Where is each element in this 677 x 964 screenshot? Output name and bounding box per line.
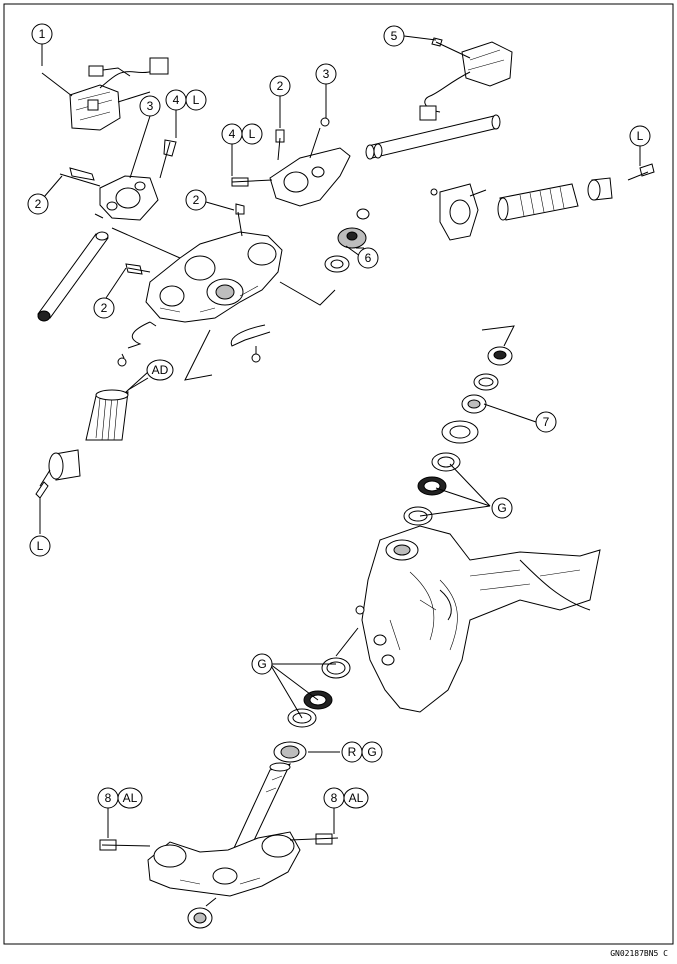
svg-text:7: 7 bbox=[543, 415, 550, 429]
callout-4-L-a: 4 L bbox=[165, 89, 207, 111]
svg-text:AL: AL bbox=[123, 791, 138, 805]
wire-clips bbox=[117, 321, 271, 367]
lower-bearing-stack bbox=[273, 627, 359, 763]
right-handlebar-clamp bbox=[231, 117, 351, 207]
left-grip bbox=[85, 377, 149, 441]
left-handlebar-clamp bbox=[59, 139, 177, 221]
svg-text:AD: AD bbox=[152, 363, 169, 377]
left-handlebar-tube bbox=[37, 231, 109, 322]
page-border bbox=[3, 3, 674, 945]
callout-3-b: 3 bbox=[139, 95, 161, 117]
upper-triple-clamp bbox=[125, 203, 283, 323]
svg-text:G: G bbox=[367, 745, 376, 759]
callout-2-d: 2 bbox=[93, 297, 115, 319]
svg-text:2: 2 bbox=[193, 193, 200, 207]
svg-text:G: G bbox=[497, 501, 506, 515]
callout-2-c: 2 bbox=[185, 189, 207, 211]
left-switch-housing bbox=[41, 57, 169, 131]
callout-3-a: 3 bbox=[315, 63, 337, 85]
svg-text:3: 3 bbox=[147, 99, 154, 113]
callout-2-b: 2 bbox=[27, 193, 49, 215]
callout-5: 5 bbox=[383, 25, 405, 47]
svg-text:5: 5 bbox=[391, 29, 398, 43]
callout-6: 6 bbox=[357, 247, 379, 269]
svg-text:AL: AL bbox=[349, 791, 364, 805]
frame-head bbox=[355, 525, 601, 713]
drawing-code: GN02187BN5 C bbox=[610, 949, 668, 958]
svg-text:L: L bbox=[249, 127, 256, 141]
callout-AD: AD bbox=[146, 359, 174, 381]
svg-text:3: 3 bbox=[323, 67, 330, 81]
svg-text:8: 8 bbox=[331, 791, 338, 805]
callout-leaders bbox=[37, 35, 641, 838]
svg-text:4: 4 bbox=[229, 127, 236, 141]
stem-cap-and-washer bbox=[324, 208, 370, 273]
callout-7: 7 bbox=[535, 411, 557, 433]
throttle-case bbox=[430, 183, 487, 241]
leader-lines-upper bbox=[94, 213, 336, 381]
callout-8-AL-left: 8 AL bbox=[97, 787, 143, 809]
lower-triple-clamp bbox=[99, 831, 339, 929]
svg-text:2: 2 bbox=[35, 197, 42, 211]
callout-1: 1 bbox=[31, 23, 53, 45]
svg-text:6: 6 bbox=[365, 251, 372, 265]
right-handlebar-tube bbox=[365, 114, 501, 160]
callout-L-left: L bbox=[29, 535, 51, 557]
callout-4-L-b: 4 L bbox=[221, 123, 263, 145]
svg-text:2: 2 bbox=[277, 79, 284, 93]
callout-L-right: L bbox=[629, 125, 651, 147]
right-switch-housing bbox=[419, 37, 513, 121]
callout-G-lower: G bbox=[251, 653, 273, 675]
right-bar-end-weight bbox=[587, 163, 655, 201]
left-bar-end-weight bbox=[35, 449, 81, 499]
throttle-grip bbox=[497, 183, 579, 221]
svg-text:4: 4 bbox=[173, 93, 180, 107]
svg-text:L: L bbox=[37, 539, 44, 553]
svg-text:1: 1 bbox=[39, 27, 46, 41]
svg-text:L: L bbox=[637, 129, 644, 143]
svg-text:2: 2 bbox=[101, 301, 108, 315]
stem-nut-stack bbox=[403, 325, 515, 526]
callout-G-upper: G bbox=[491, 497, 513, 519]
svg-text:L: L bbox=[193, 93, 200, 107]
callout-2-a: 2 bbox=[269, 75, 291, 97]
svg-text:G: G bbox=[257, 657, 266, 671]
svg-text:R: R bbox=[348, 745, 357, 759]
callout-8-AL-right: 8 AL bbox=[323, 787, 369, 809]
callout-R-G: R G bbox=[341, 741, 383, 763]
svg-text:8: 8 bbox=[105, 791, 112, 805]
